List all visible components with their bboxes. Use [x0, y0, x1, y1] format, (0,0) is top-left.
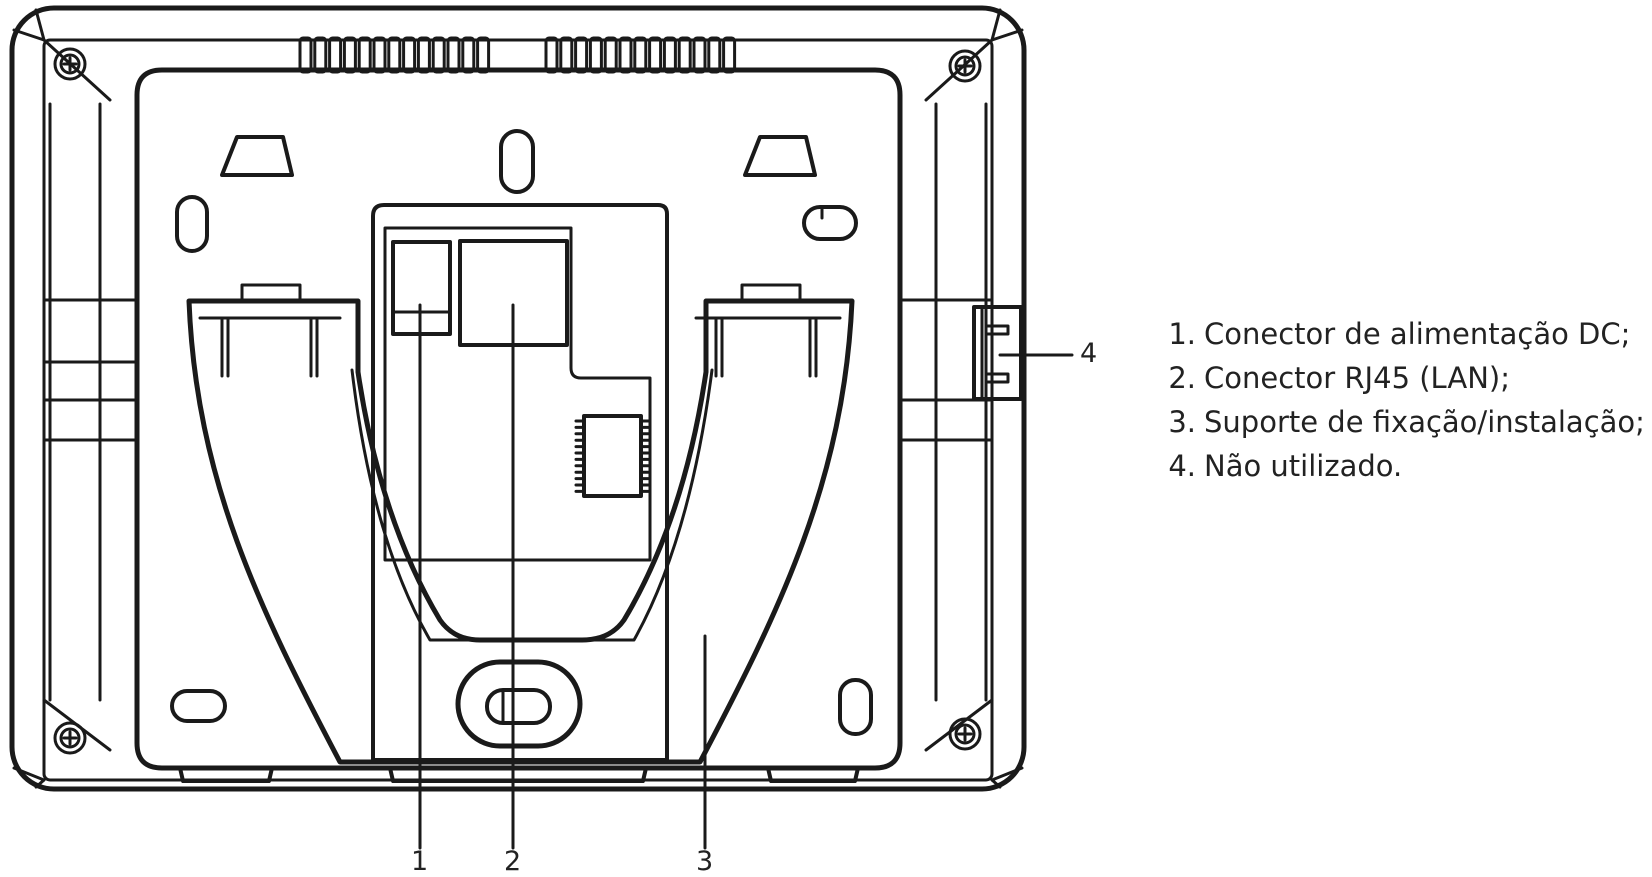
vent-slot	[416, 36, 431, 74]
legend-item-text: Suporte de fixação/instalação;	[1204, 405, 1645, 439]
vent-slot	[692, 36, 707, 74]
vent-slot	[461, 36, 476, 74]
bottom-feet	[178, 766, 860, 783]
legend-item-text: Conector RJ45 (LAN);	[1204, 361, 1510, 395]
side-port-pin-bottom	[984, 372, 1010, 384]
legend-item-number: 3.	[1168, 405, 1196, 439]
circuit-chip	[582, 414, 643, 498]
side-port	[972, 305, 1023, 401]
screw-bottom-right	[948, 717, 982, 751]
legend-item: 3.Suporte de fixação/instalação;	[1158, 400, 1645, 444]
mount-slot-bottom-left	[170, 689, 227, 723]
device-inner-frame	[42, 38, 994, 782]
bracket-tab-right	[740, 283, 802, 303]
vent-slot	[402, 36, 417, 74]
ventilation-slots	[298, 36, 737, 74]
bracket-lock-inner	[485, 688, 552, 725]
vent-slot	[618, 36, 633, 74]
hook-top-right	[743, 135, 817, 177]
vent-slot	[574, 36, 589, 74]
screw-top-right	[948, 49, 982, 83]
callout-1: 1	[411, 846, 429, 877]
legend-item: 1.Conector de alimentação DC;	[1158, 312, 1645, 356]
connector-compartment	[371, 203, 669, 762]
vent-slot	[446, 36, 461, 74]
mount-slot-bottom-right	[838, 678, 873, 736]
legend-item: 2.Conector RJ45 (LAN);	[1158, 356, 1645, 400]
vent-slot	[476, 36, 491, 74]
mounting-bracket	[186, 298, 855, 765]
vent-slot	[544, 36, 559, 74]
vent-slot	[357, 36, 372, 74]
corner-bevels	[12, 8, 1024, 789]
vent-slot	[588, 36, 603, 74]
vent-slot	[707, 36, 722, 74]
vent-slot	[559, 36, 574, 74]
compartment-inner	[383, 226, 652, 562]
vent-slot	[372, 36, 387, 74]
legend-item-number: 1.	[1168, 317, 1196, 351]
legend-item-number: 4.	[1168, 449, 1196, 483]
legend-list: 1.Conector de alimentação DC; 2.Conector…	[1158, 312, 1645, 488]
bracket-tab-left	[240, 283, 302, 303]
vent-slot	[677, 36, 692, 74]
screw-top-left	[53, 47, 87, 81]
hook-top-left	[220, 135, 294, 177]
vent-slot	[342, 36, 357, 74]
chip-pins	[574, 419, 651, 493]
legend-item-text: Não utilizado.	[1204, 449, 1403, 483]
screw-bottom-left	[53, 721, 87, 755]
mount-slot-left	[175, 195, 209, 253]
bracket-lock-outer	[455, 659, 583, 749]
vent-slot	[648, 36, 663, 74]
vent-slot	[722, 36, 737, 74]
vent-slot	[431, 36, 446, 74]
mount-slot-top	[499, 129, 535, 194]
legend-item-number: 2.	[1168, 361, 1196, 395]
legend-item-text: Conector de alimentação DC;	[1204, 317, 1631, 351]
vent-slot	[387, 36, 402, 74]
callout-4: 4	[1080, 338, 1098, 369]
callout-3: 3	[696, 846, 714, 877]
vent-slot	[328, 36, 343, 74]
legend-item: 4.Não utilizado.	[1158, 444, 1645, 488]
vent-slot	[633, 36, 648, 74]
vent-slot	[298, 36, 313, 74]
device-outer-frame	[9, 5, 1027, 792]
bracket-clip-pins	[198, 316, 842, 378]
bracket-inner-curve	[350, 368, 714, 642]
vent-slot	[603, 36, 618, 74]
vent-slot	[662, 36, 677, 74]
back-panel	[134, 67, 903, 771]
mount-slot-oval	[802, 205, 858, 241]
side-port-pin-top	[984, 324, 1010, 336]
callout-2: 2	[504, 846, 522, 877]
vent-slot	[313, 36, 328, 74]
